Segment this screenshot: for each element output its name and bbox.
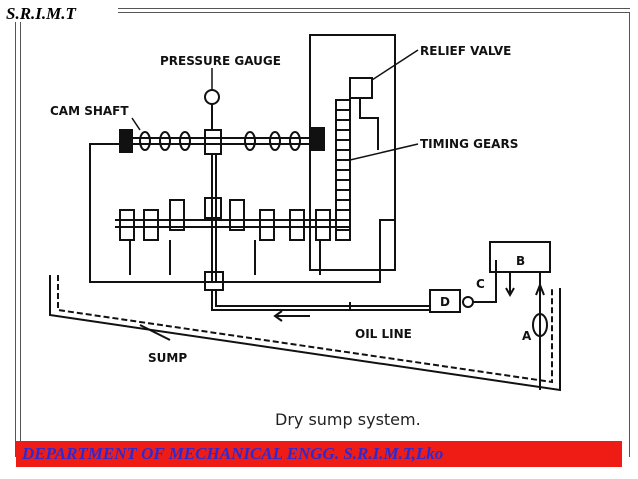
frame-line-left: [15, 22, 21, 457]
relief-valve-box: [349, 77, 373, 99]
pressure-gauge-dial: [204, 89, 220, 105]
label-pressure-gauge: PRESSURE GAUGE: [160, 54, 281, 68]
relief-valve-pipe: [359, 98, 379, 150]
cam-lobes: [139, 131, 301, 151]
gallery-junction-lower: [204, 271, 224, 291]
footer-department-text: DEPARTMENT OF MECHANICAL ENGG. S.R.I.M.T…: [22, 444, 444, 463]
diagram-caption: Dry sump system.: [275, 410, 421, 429]
tank-b-box: [489, 241, 551, 273]
brand-title: S.R.I.M.T: [6, 4, 76, 23]
oil-line: [211, 290, 430, 311]
oil-feed-line-left: [89, 143, 212, 283]
frame-line-right: [629, 12, 630, 457]
filter-d-box: [429, 289, 461, 313]
dry-sump-diagram: PRESSURE GAUGE RELIEF VALVE CAM SHAFT TI…: [49, 34, 561, 429]
frame-line-top: [118, 8, 630, 9]
footer-bar: DEPARTMENT OF MECHANICAL ENGG. S.R.I.M.T…: [16, 441, 622, 467]
gallery-junction-upper: [204, 129, 222, 155]
label-timing-gears: TIMING GEARS: [420, 137, 518, 151]
valve-c: [462, 296, 474, 308]
gallery-junction-middle: [204, 197, 222, 219]
cam-shaft-bearing-left: [119, 129, 133, 153]
timing-gear-housing: [309, 34, 396, 271]
label-a: A: [522, 329, 532, 343]
label-sump: SUMP: [148, 351, 187, 365]
label-b: B: [516, 254, 525, 268]
label-relief-valve: RELIEF VALVE: [420, 44, 511, 58]
frame-line-top-inner: [118, 12, 630, 13]
pump-a: [532, 313, 548, 337]
label-c: C: [476, 277, 485, 291]
label-d: D: [440, 295, 450, 309]
oil-line-arrow: [273, 310, 310, 322]
sump: [49, 275, 561, 392]
label-cam-shaft: CAM SHAFT: [50, 104, 129, 118]
cam-shaft-bearing-right: [311, 127, 325, 151]
main-gallery: [90, 219, 395, 283]
crank-throws: [119, 199, 331, 241]
label-oil-line: OIL LINE: [355, 327, 412, 341]
